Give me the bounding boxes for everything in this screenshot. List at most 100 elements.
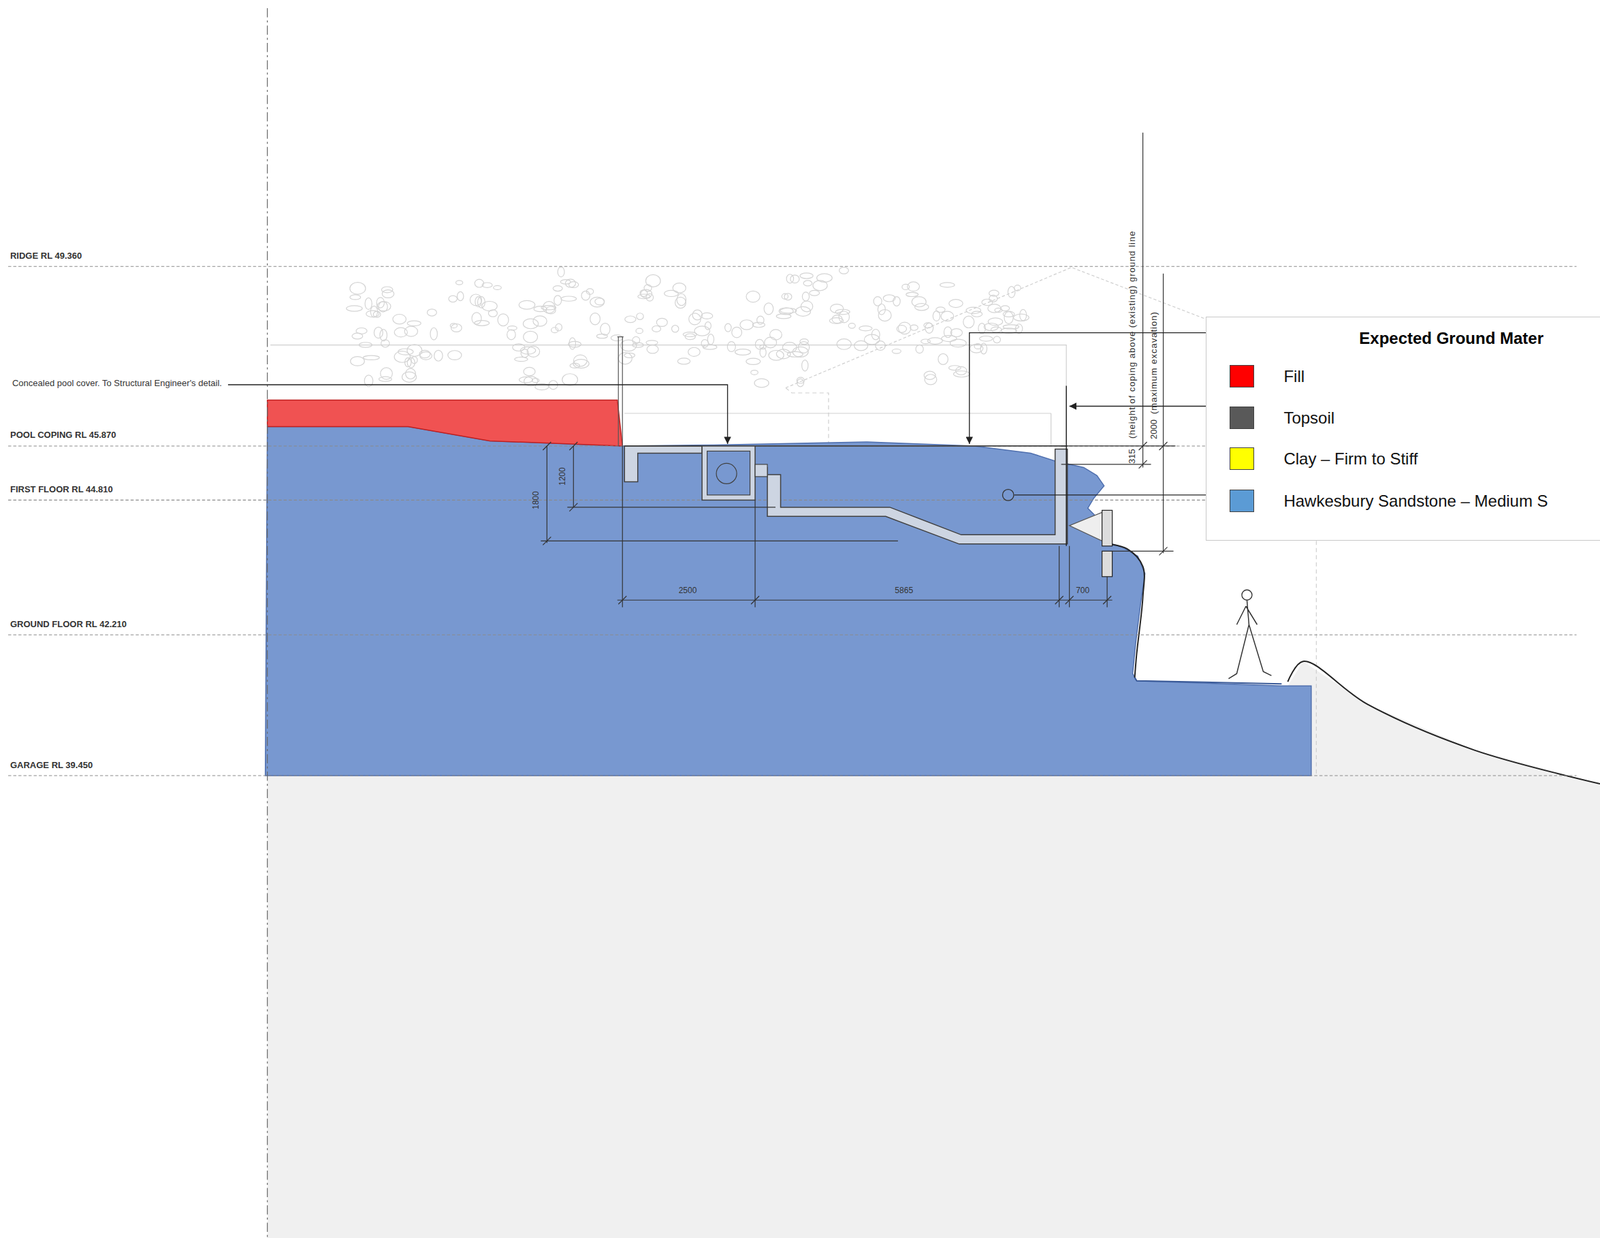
tree-leaf: [514, 356, 528, 361]
tree-leaf: [907, 281, 920, 292]
tree-leaf: [979, 336, 993, 342]
tree-leaf: [832, 315, 843, 324]
tree-leaf: [802, 360, 809, 372]
leader-line: [228, 384, 728, 444]
tree-leaf: [356, 327, 367, 334]
tree-leaf: [817, 273, 833, 282]
tree-leaf: [924, 374, 937, 385]
tree-leaf: [350, 356, 365, 367]
tree-leaf: [836, 339, 852, 350]
tree-leaf: [404, 326, 418, 337]
tree-group: [346, 266, 1029, 391]
tree-leaf: [420, 352, 433, 361]
tree-leaf: [829, 317, 843, 324]
tree-leaf: [782, 342, 797, 353]
cover-roll: [716, 462, 737, 484]
cover-box: [755, 464, 768, 477]
tree-leaf: [800, 300, 813, 312]
tree-leaf: [839, 266, 850, 274]
tree-leaf: [875, 341, 886, 351]
tree-leaf: [701, 312, 713, 319]
tree-leaf: [600, 323, 611, 336]
tree-leaf: [701, 339, 709, 348]
tree-leaf: [430, 327, 438, 340]
dimension-tick: [1159, 546, 1168, 555]
person-figure: [1241, 589, 1253, 600]
tree-leaf: [792, 346, 809, 357]
tree-leaf: [873, 296, 882, 306]
tree-leaf: [893, 296, 901, 307]
legend-swatch: [1229, 447, 1255, 470]
dimension-text: 2500: [678, 586, 698, 596]
terrain-line: [1287, 661, 1600, 784]
tree-leaf: [859, 326, 873, 331]
tree-leaf: [677, 358, 690, 365]
level-line: [8, 775, 1577, 777]
tree-leaf: [542, 301, 555, 314]
ledge-line: [1134, 677, 1283, 684]
tree-leaf: [379, 329, 388, 342]
tree-leaf: [364, 297, 372, 310]
dimension-text: 700: [1075, 586, 1090, 596]
tree-leaf: [377, 301, 391, 312]
tree-leaf: [561, 296, 576, 301]
tree-leaf: [854, 340, 869, 350]
tree-leaf: [646, 345, 659, 354]
legend-text: Clay – Firm to Stiff: [1283, 449, 1418, 469]
tree-leaf: [523, 330, 538, 343]
tree-leaf: [562, 373, 579, 386]
tree-leaf: [784, 293, 792, 301]
leader-line: [969, 332, 1208, 444]
tree-leaf: [551, 327, 559, 333]
cover-box: [701, 445, 756, 500]
tree-leaf: [802, 292, 809, 301]
tree-leaf: [477, 296, 486, 308]
dimension-tick: [569, 441, 578, 451]
tree-leaf: [940, 282, 955, 288]
dimension-tick: [542, 536, 551, 545]
tree-leaf: [672, 283, 686, 293]
tree-leaf: [990, 326, 1002, 333]
dimension-tick: [1139, 441, 1148, 451]
tree-leaf: [969, 343, 983, 353]
tree-leaf: [987, 317, 1003, 326]
tree-leaf: [948, 365, 961, 371]
tree-leaf: [497, 313, 509, 327]
tree-leaf: [915, 344, 924, 353]
tree-leaf: [646, 340, 658, 346]
coping-block: [1102, 550, 1113, 576]
grid-line: [266, 8, 268, 1238]
tree-leaf: [590, 296, 605, 307]
tree-leaf: [943, 326, 952, 338]
tree-leaf: [569, 337, 576, 350]
level-label: GROUND FLOOR RL 42.210: [10, 619, 127, 630]
tree-leaf: [978, 323, 986, 334]
tree-leaf: [590, 313, 601, 325]
tree-leaf: [482, 282, 493, 288]
dimension-tick: [1139, 460, 1148, 469]
tree-leaf: [1000, 305, 1010, 312]
tree-leaf: [523, 366, 536, 376]
tree-leaf: [754, 378, 769, 388]
dimension-line: [1061, 132, 1176, 553]
tree-leaf: [786, 274, 794, 284]
tree-leaf: [376, 297, 384, 308]
tree-leaf: [455, 280, 463, 285]
tree-leaf: [838, 311, 850, 323]
dimension-note: (maximum excavation): [1149, 311, 1160, 415]
dimension-note: (height of coping above (existing) groun…: [1127, 230, 1138, 439]
tree-leaf: [646, 293, 654, 301]
level-label: POOL COPING RL 45.870: [10, 430, 117, 441]
tree-leaf: [776, 349, 791, 359]
dimension-text: 315: [1127, 448, 1138, 464]
tree-leaf: [366, 310, 380, 317]
tree-leaf: [949, 339, 967, 348]
tree-leaf: [704, 322, 711, 330]
level-label: RIDGE RL 49.360: [10, 251, 82, 262]
dimension-tick: [1102, 595, 1112, 604]
person-figure: [1228, 599, 1272, 679]
legend-title: Expected Ground Mater: [1358, 328, 1544, 348]
tree-leaf: [1007, 286, 1016, 298]
